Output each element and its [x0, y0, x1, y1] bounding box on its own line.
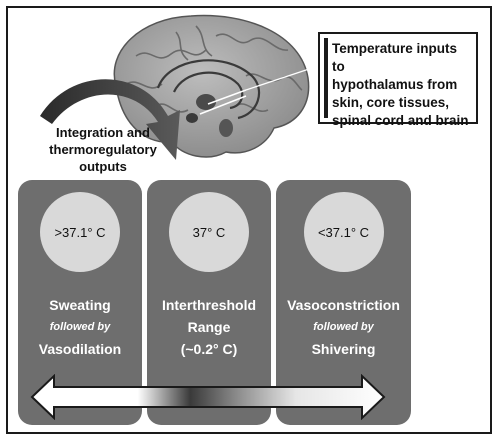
- panel-line2: followed by: [49, 321, 111, 333]
- integration-label: Integration and thermoregulatory outputs: [28, 124, 178, 175]
- integration-line: thermoregulatory: [49, 142, 157, 157]
- temp-label: 37° C: [192, 224, 226, 240]
- temp-label: >37.1° C: [54, 224, 106, 240]
- integration-line: Integration and: [56, 125, 150, 140]
- integration-line: outputs: [79, 159, 127, 174]
- panel-text: Vasoconstriction followed by Shivering: [276, 294, 411, 360]
- panel-line3: Vasodilation: [38, 341, 122, 357]
- panel-vasoconstriction: <37.1° C Vasoconstriction followed by Sh…: [276, 180, 411, 425]
- temp-circle: <37.1° C: [303, 192, 384, 272]
- callout-line: spinal cord and brain: [332, 113, 469, 128]
- double-arrow-icon: [30, 374, 386, 420]
- panel-text: Interthreshold Range (~0.2° C): [147, 294, 271, 360]
- temp-circle: 37° C: [169, 192, 249, 272]
- temp-circle: >37.1° C: [40, 192, 120, 272]
- panel-line2: followed by: [313, 321, 374, 333]
- callout-accent-bar: [324, 38, 328, 118]
- panel-line2: Range: [187, 319, 231, 335]
- callout-line: Temperature inputs to: [332, 41, 458, 74]
- panel-line3: (~0.2° C): [180, 341, 238, 357]
- panel-sweating: >37.1° C Sweating followed by Vasodilati…: [18, 180, 142, 425]
- callout-line: hypothalamus from: [332, 77, 458, 92]
- temp-label: <37.1° C: [317, 224, 370, 240]
- callout-line: skin, core tissues,: [332, 95, 450, 110]
- panel-interthreshold: 37° C Interthreshold Range (~0.2° C): [147, 180, 271, 425]
- panel-line1: Vasoconstriction: [287, 297, 400, 313]
- temperature-inputs-callout: Temperature inputs to hypothalamus from …: [318, 32, 478, 128]
- panel-line1: Sweating: [49, 297, 111, 313]
- panel-line3: Shivering: [311, 341, 376, 357]
- panel-text: Sweating followed by Vasodilation: [18, 294, 142, 360]
- panel-line1: Interthreshold: [161, 297, 257, 313]
